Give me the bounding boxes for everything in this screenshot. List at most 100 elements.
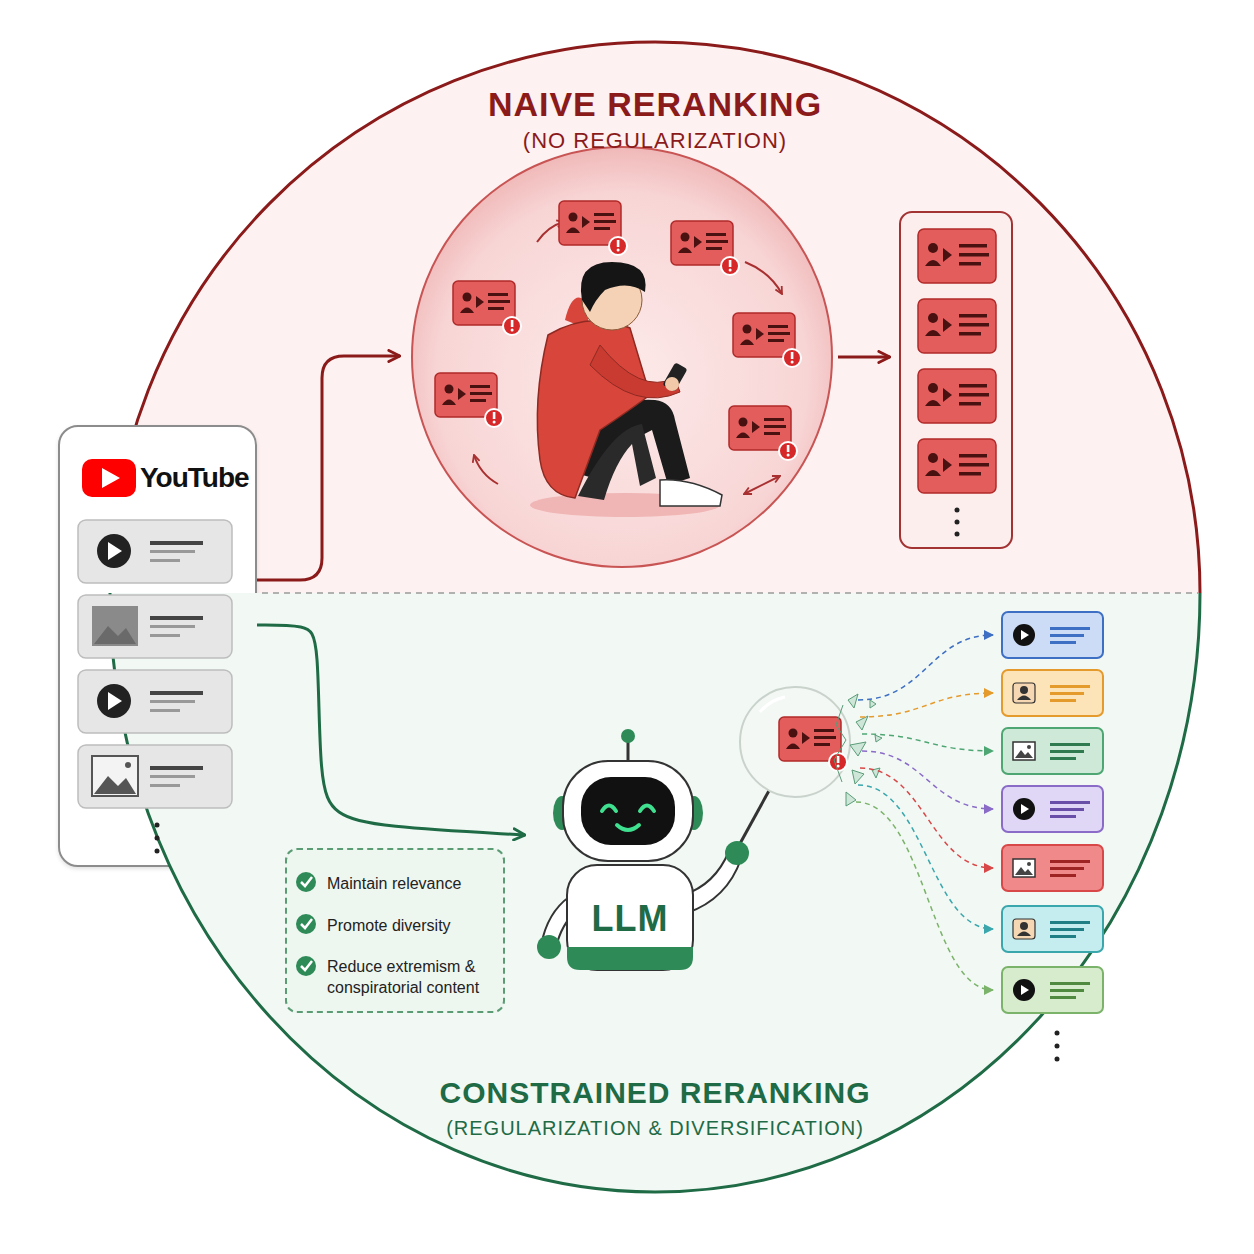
diverse-card-part xyxy=(1050,815,1076,818)
bubble-shard-part xyxy=(852,770,864,784)
section-subtitle: (NO REGULARIZATION) xyxy=(355,126,955,155)
diverse-card xyxy=(1002,728,1103,774)
region-band-outline-part xyxy=(110,42,1200,593)
llm-robot-outline-part xyxy=(737,747,793,849)
diverse-card-part xyxy=(1013,859,1035,877)
extreme-video-card xyxy=(779,717,847,771)
extreme-video-card xyxy=(671,221,739,275)
broken-bubble xyxy=(740,687,850,797)
divider-line xyxy=(262,592,1198,594)
diverse-card-part xyxy=(1050,757,1076,760)
diverse-card-part xyxy=(1002,670,1103,716)
user-figure-part xyxy=(590,345,680,398)
loop-arrow-part xyxy=(744,476,780,494)
user-figure-part xyxy=(578,424,656,500)
bubble-shard-part xyxy=(834,705,846,782)
flow-connector xyxy=(257,625,525,835)
llm-robot-outline-part xyxy=(543,893,581,943)
diverse-card xyxy=(1002,845,1103,891)
region-band-outline-part xyxy=(110,42,1200,593)
region-band-outline-part xyxy=(110,593,1200,1192)
diverse-card-part xyxy=(1050,627,1090,630)
llm-robot-outline-part xyxy=(563,761,693,861)
more-dots-part xyxy=(1055,1031,1060,1036)
diverse-card-part xyxy=(1050,989,1084,992)
diverse-card-part xyxy=(1050,750,1084,753)
diverse-card-part xyxy=(1013,919,1035,939)
bubble-shard-part xyxy=(870,700,876,708)
more-dots-part xyxy=(955,508,960,513)
diverse-arrow-part xyxy=(862,751,993,809)
diverse-card-part xyxy=(1050,801,1090,804)
more-dots-part xyxy=(955,532,960,537)
diverse-card-part xyxy=(1050,699,1076,702)
diverse-card-part xyxy=(1013,742,1035,760)
llm-robot-outline-part xyxy=(602,806,616,812)
diverse-card-part xyxy=(1013,798,1035,820)
llm-robot-outline-part xyxy=(627,741,630,763)
diverse-card-part xyxy=(1002,612,1103,658)
connector-layer xyxy=(257,625,525,835)
result-card xyxy=(918,299,996,353)
section-title: NAIVE RERANKING xyxy=(355,82,955,126)
diverse-card-part xyxy=(1050,641,1076,644)
diverse-card-part xyxy=(1050,692,1084,695)
diverse-card-part xyxy=(1002,845,1103,891)
llm-robot-outline-part xyxy=(683,851,741,913)
user-figure-part xyxy=(565,298,590,331)
llm-robot-outline-part xyxy=(640,806,654,812)
bubble-shard-part xyxy=(856,716,868,730)
extreme-video-card xyxy=(729,406,797,460)
llm-robot-outline-part xyxy=(617,825,639,830)
llm-robot-outline-part xyxy=(581,777,675,845)
checklist-item: Maintain relevance xyxy=(327,873,502,894)
extreme-video-card xyxy=(733,313,801,367)
checklist-box: Maintain relevancePromote diversityReduc… xyxy=(285,848,505,1013)
diverse-card xyxy=(1002,786,1103,832)
user-figure-part xyxy=(530,493,720,517)
loop-arrow-part xyxy=(537,222,564,242)
more-dots-part xyxy=(955,520,960,525)
llm-robot-outline-part xyxy=(685,796,703,830)
extreme-video-card xyxy=(559,201,627,255)
user-figure-part xyxy=(537,320,650,498)
diverse-card-part xyxy=(1002,906,1103,952)
llm-robot-outline-part xyxy=(621,729,635,743)
diverse-arrow-part xyxy=(856,802,993,990)
more-dots-part xyxy=(1055,1044,1060,1049)
diverse-card-part xyxy=(1050,874,1076,877)
diverse-card-part xyxy=(1013,683,1035,703)
user-figure-part xyxy=(660,480,722,506)
diverse-card-part xyxy=(1002,728,1103,774)
flow-arrow xyxy=(838,356,890,359)
llm-robot: LLM xyxy=(525,725,705,975)
extreme-video-card xyxy=(453,281,521,335)
bubble-shard xyxy=(834,694,882,806)
user-figure-part xyxy=(662,362,687,392)
logo-text: YouTube xyxy=(140,460,265,496)
user-figure-part xyxy=(582,270,642,330)
more-dots xyxy=(1055,1031,1060,1062)
diverse-card-part xyxy=(1050,860,1090,863)
diverse-card-part xyxy=(1050,743,1090,746)
flow-arrow xyxy=(257,356,400,580)
llm-robot-outline-part xyxy=(537,935,561,959)
diverse-arrow-part xyxy=(860,768,993,868)
diverse-arrow-part xyxy=(860,693,993,717)
robot-label: LLM xyxy=(570,895,690,942)
diverse-card-part xyxy=(1050,982,1090,985)
user-figure-part xyxy=(565,400,690,485)
region-band: CONSTRAINED RERANKING(REGULARIZATION & D… xyxy=(110,593,1200,1192)
loop-arrow-part xyxy=(745,262,782,294)
user-figure xyxy=(530,262,722,517)
diverse-card xyxy=(1002,612,1103,658)
region-band-outline xyxy=(110,42,1200,593)
more-dots-part xyxy=(1055,1057,1060,1062)
llm-robot-outline-part xyxy=(567,865,693,970)
diverse-card-part xyxy=(1050,996,1076,999)
bubble-shard-part xyxy=(850,742,866,756)
user-figure-part xyxy=(581,262,646,312)
diverse-card-part xyxy=(1050,685,1090,688)
diverse-card xyxy=(1002,906,1103,952)
loop-arrow xyxy=(474,222,782,494)
